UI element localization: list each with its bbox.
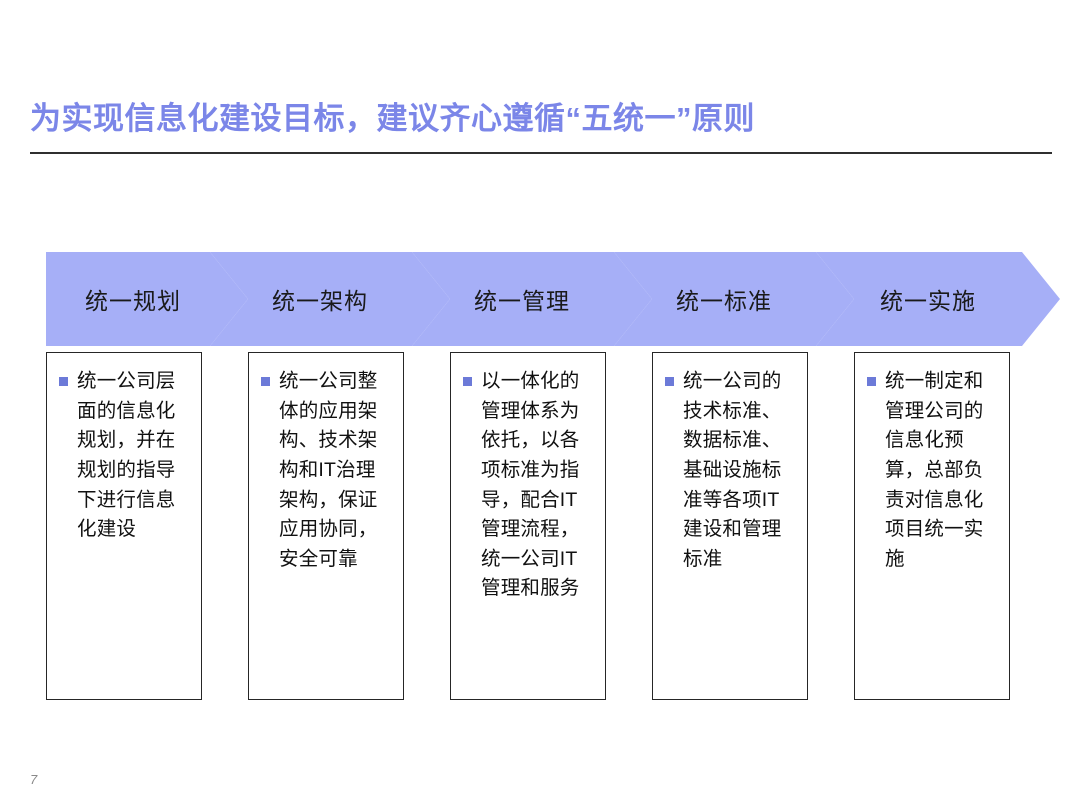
- detail-text-4: 统一公司的技术标准、数据标准、基础设施标准等各项IT建设和管理标准: [683, 370, 782, 570]
- detail-box-4: 统一公司的技术标准、数据标准、基础设施标准等各项IT建设和管理标准: [652, 352, 808, 700]
- chevron-label-3: 统一管理: [474, 288, 570, 314]
- detail-text-5: 统一制定和管理公司的信息化预算，总部负责对信息化项目统一实施: [885, 370, 984, 570]
- page-number: 7: [30, 772, 38, 787]
- chevron-step-4[interactable]: 统一标准: [614, 252, 854, 346]
- chevron-label-4: 统一标准: [676, 288, 772, 314]
- bullet-square-icon: [59, 377, 68, 386]
- detail-text-1: 统一公司层面的信息化规划，并在规划的指导下进行信息化建设: [77, 370, 176, 541]
- detail-box-5: 统一制定和管理公司的信息化预算，总部负责对信息化项目统一实施: [854, 352, 1010, 700]
- detail-box-row: 统一公司层面的信息化规划，并在规划的指导下进行信息化建设 统一公司整体的应用架构…: [0, 352, 1080, 704]
- detail-box-3: 以一体化的管理体系为依托，以各项标准为指导，配合IT管理流程，统一公司IT管理和…: [450, 352, 606, 700]
- bullet-square-icon: [867, 377, 876, 386]
- chevron-label-2: 统一架构: [272, 288, 368, 314]
- detail-text-2: 统一公司整体的应用架构、技术架构和IT治理架构，保证应用协同，安全可靠: [279, 370, 378, 570]
- detail-box-2: 统一公司整体的应用架构、技术架构和IT治理架构，保证应用协同，安全可靠: [248, 352, 404, 700]
- page-title: 为实现信息化建设目标，建议齐心遵循“五统一”原则: [30, 101, 755, 136]
- detail-box-1: 统一公司层面的信息化规划，并在规划的指导下进行信息化建设: [46, 352, 202, 700]
- process-chevron-band: 统一规划 统一架构 统一管理 统一标准 统一实施: [46, 252, 1060, 346]
- detail-text-3: 以一体化的管理体系为依托，以各项标准为指导，配合IT管理流程，统一公司IT管理和…: [481, 370, 580, 600]
- chevron-step-2[interactable]: 统一架构: [210, 252, 450, 346]
- chevron-step-1[interactable]: 统一规划: [46, 252, 248, 346]
- chevron-step-3[interactable]: 统一管理: [412, 252, 652, 346]
- chevron-step-5[interactable]: 统一实施: [816, 252, 1060, 346]
- title-divider: [30, 152, 1052, 154]
- chevron-label-1: 统一规划: [85, 288, 181, 314]
- bullet-square-icon: [261, 377, 270, 386]
- bullet-square-icon: [463, 377, 472, 386]
- chevron-label-5: 统一实施: [880, 288, 976, 314]
- bullet-square-icon: [665, 377, 674, 386]
